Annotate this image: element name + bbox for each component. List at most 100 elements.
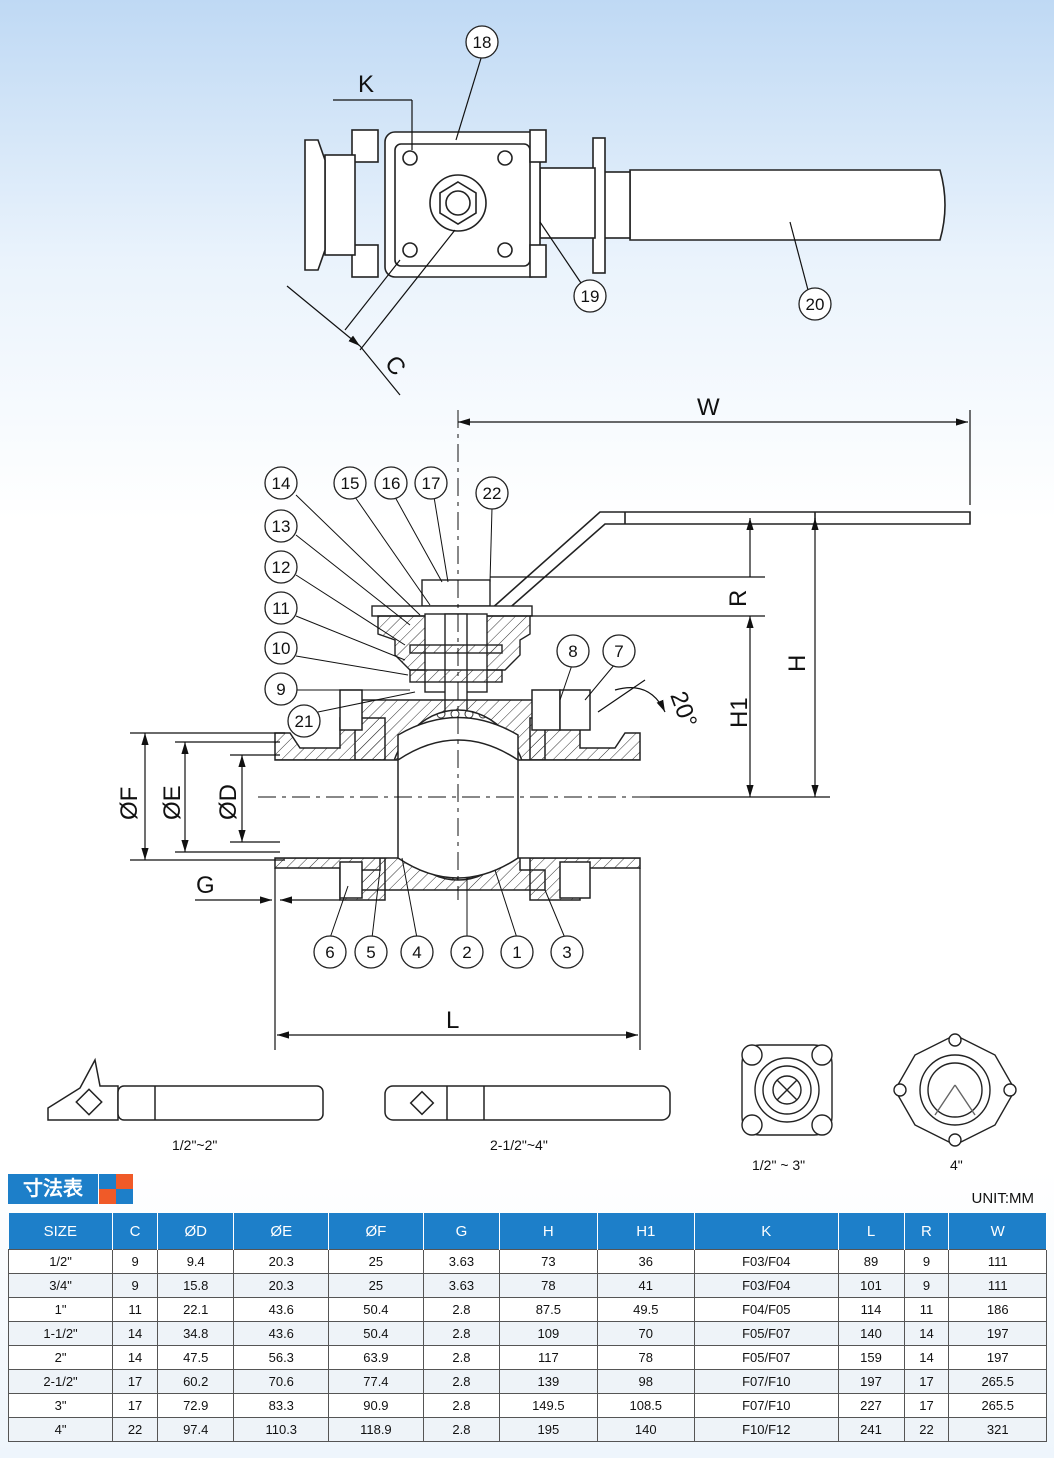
table-cell: 140	[596, 1417, 696, 1442]
dim-K: K	[358, 71, 374, 98]
table-cell: 63.9	[328, 1345, 424, 1370]
table-cell: 60.2	[157, 1369, 235, 1394]
balloon-circle	[550, 935, 584, 969]
table-cell: 118.9	[328, 1417, 424, 1442]
table-cell: 20.3	[233, 1273, 330, 1298]
table-cell: 17	[112, 1393, 159, 1418]
table-cell: 1"	[7, 1297, 114, 1322]
balloon-circle	[602, 634, 636, 668]
balloon-circle	[573, 279, 607, 313]
caption-flange-small: 1/2" ~ 3"	[752, 1157, 805, 1170]
balloon-circle	[798, 287, 832, 321]
balloon-label: 1	[512, 943, 521, 962]
table-cell: 87.5	[499, 1297, 598, 1322]
dim-C: C	[379, 351, 411, 382]
dim-H1: H1	[726, 697, 753, 728]
header-cell: H1	[597, 1213, 696, 1250]
dim-W: W	[697, 394, 720, 421]
table-cell: 114	[837, 1297, 905, 1322]
balloon-leaders	[295, 494, 616, 939]
balloon-circle	[354, 935, 388, 969]
table-cell: 186	[948, 1297, 1047, 1322]
dim-H: H	[784, 655, 811, 672]
table-cell: 9	[112, 1273, 159, 1298]
balloon-label: 4	[412, 943, 421, 962]
table-cell: F05/F07	[694, 1321, 839, 1346]
balloon-circle	[333, 466, 367, 500]
table-cell: 3.63	[422, 1249, 501, 1274]
table-cell: 265.5	[948, 1393, 1047, 1418]
table-cell: 2.8	[422, 1321, 501, 1346]
table-cell: 17	[112, 1369, 159, 1394]
caption-flange-large: 4"	[950, 1157, 963, 1170]
table-cell: 2.8	[422, 1345, 501, 1370]
table-cell: 56.3	[233, 1345, 330, 1370]
table-cell: 321	[948, 1417, 1047, 1442]
table-cell: 22	[112, 1417, 159, 1442]
part-balloon: 3	[550, 935, 584, 969]
table-cell: 108.5	[596, 1393, 696, 1418]
header-cell: W	[948, 1213, 1047, 1250]
table-cell: 9.4	[157, 1249, 235, 1274]
table-cell: 22	[903, 1417, 950, 1442]
table-cell: 98	[596, 1369, 696, 1394]
dim-angle: 20°	[664, 688, 702, 731]
balloon-label: 6	[325, 943, 334, 962]
part-balloon: 9	[264, 672, 298, 706]
flange-small-view	[741, 1044, 833, 1136]
table-cell: 139	[499, 1369, 598, 1394]
dim-G: G	[196, 872, 215, 899]
top-view	[304, 129, 946, 278]
dim-E: ØE	[159, 785, 186, 820]
table-cell: F03/F04	[694, 1273, 839, 1298]
dim-L: L	[446, 1007, 459, 1034]
table-cell: 70	[596, 1321, 696, 1346]
table-cell: 90.9	[328, 1393, 424, 1418]
table-title: 寸法表	[8, 1174, 98, 1204]
header-cell: K	[694, 1213, 839, 1250]
table-cell: 197	[948, 1345, 1047, 1370]
table-cell: 109	[499, 1321, 598, 1346]
part-balloon: 8	[556, 634, 590, 668]
header-cell: SIZE	[8, 1213, 114, 1250]
balloon-circle	[374, 466, 408, 500]
header-cell: ØD	[157, 1213, 235, 1250]
table-cell: 14	[112, 1345, 159, 1370]
table-cell: 72.9	[157, 1393, 235, 1418]
part-balloon: 7	[602, 634, 636, 668]
balloon-label: 21	[295, 712, 314, 731]
balloon-circle	[556, 634, 590, 668]
table-cell: 14	[112, 1321, 159, 1346]
balloon-circle	[264, 509, 298, 543]
table-cell: 34.8	[157, 1321, 235, 1346]
table-cell: 78	[596, 1345, 696, 1370]
table-cell: 25	[328, 1249, 424, 1274]
part-balloon: 6	[313, 935, 347, 969]
table-cell: 197	[837, 1369, 905, 1394]
table-cell: 140	[837, 1321, 905, 1346]
table-cell: 43.6	[233, 1321, 330, 1346]
balloon-label: 20	[806, 295, 825, 314]
table-cell: 41	[596, 1273, 696, 1298]
table-cell: 17	[903, 1393, 950, 1418]
balloon-label: 3	[562, 943, 571, 962]
header-cell: C	[112, 1213, 159, 1250]
table-cell: 111	[948, 1273, 1047, 1298]
caption-handle-small: 1/2"~2"	[172, 1137, 217, 1153]
balloon-label: 19	[581, 287, 600, 306]
table-cell: 36	[596, 1249, 696, 1274]
balloon-circle	[400, 935, 434, 969]
table-cell: F05/F07	[694, 1345, 839, 1370]
part-balloon: 20	[798, 287, 832, 321]
part-balloon: 14	[264, 466, 298, 500]
table-cell: 11	[903, 1297, 950, 1322]
balloon-label: 14	[272, 474, 291, 493]
table-cell: 197	[948, 1321, 1047, 1346]
table-cell: 70.6	[233, 1369, 330, 1394]
table-cell: 43.6	[233, 1297, 330, 1322]
